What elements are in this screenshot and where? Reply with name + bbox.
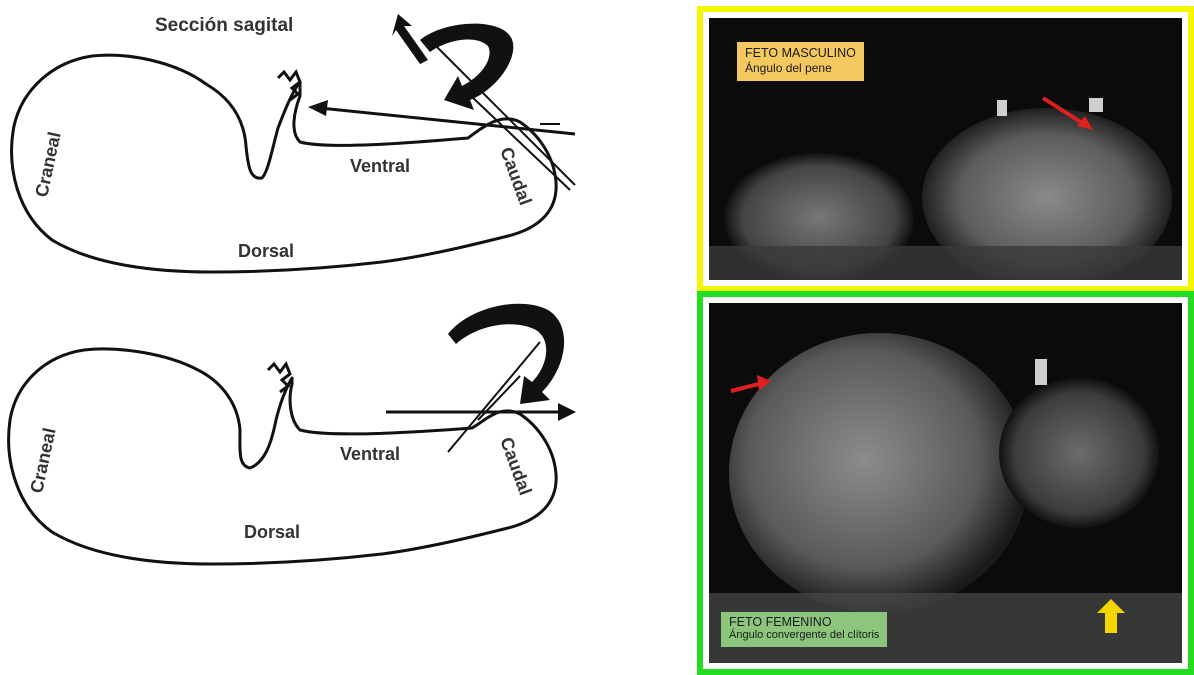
female-fetus-panel: FETO FEMENINO Ángulo convergente del clí… xyxy=(697,291,1194,675)
male-caption-title: FETO MASCULINO xyxy=(745,46,856,61)
arrow-head-top xyxy=(308,100,328,116)
rotation-arrow-bottom xyxy=(448,304,564,404)
female-caption-title: FETO FEMENINO xyxy=(729,616,879,629)
label-cranial-top: Craneal xyxy=(31,130,64,199)
direction-arrow-top xyxy=(320,108,575,134)
label-ventral-top: Ventral xyxy=(350,156,410,176)
male-fetus-panel: FETO MASCULINO Ángulo del pene xyxy=(697,6,1194,292)
marker-echo xyxy=(997,100,1007,116)
label-dorsal-bottom: Dorsal xyxy=(244,522,300,542)
genital-tubercle-top xyxy=(278,72,300,100)
male-caption: FETO MASCULINO Ángulo del pene xyxy=(737,42,864,81)
female-caption: FETO FEMENINO Ángulo convergente del clí… xyxy=(721,612,887,647)
marker-echo-female xyxy=(1035,359,1047,385)
arrow-head-bottom xyxy=(558,403,576,421)
female-caption-subtitle: Ángulo convergente del clítoris xyxy=(729,629,879,641)
label-cranial-bottom: Craneal xyxy=(26,426,59,495)
rotation-arrow-top xyxy=(420,24,513,110)
label-dorsal-top: Dorsal xyxy=(238,241,294,261)
male-ultrasound-image: FETO MASCULINO Ángulo del pene xyxy=(709,18,1182,280)
fetal-body xyxy=(729,333,1029,613)
genital-tubercle-bottom xyxy=(268,364,290,392)
female-ultrasound-image: FETO FEMENINO Ángulo convergente del clí… xyxy=(709,303,1182,663)
label-caudal-bottom: Caudal xyxy=(496,435,535,498)
penis-echo xyxy=(1089,98,1103,112)
label-caudal-top: Caudal xyxy=(496,145,535,208)
sagittal-diagram: Sección sagital Ventral Dorsal Craneal C… xyxy=(0,0,690,675)
diagram-title: Sección sagital xyxy=(155,15,293,36)
fetal-head xyxy=(999,378,1159,528)
uterine-wall xyxy=(709,246,1182,280)
male-caption-subtitle: Ángulo del pene xyxy=(745,61,832,75)
label-ventral-bottom: Ventral xyxy=(340,444,400,464)
